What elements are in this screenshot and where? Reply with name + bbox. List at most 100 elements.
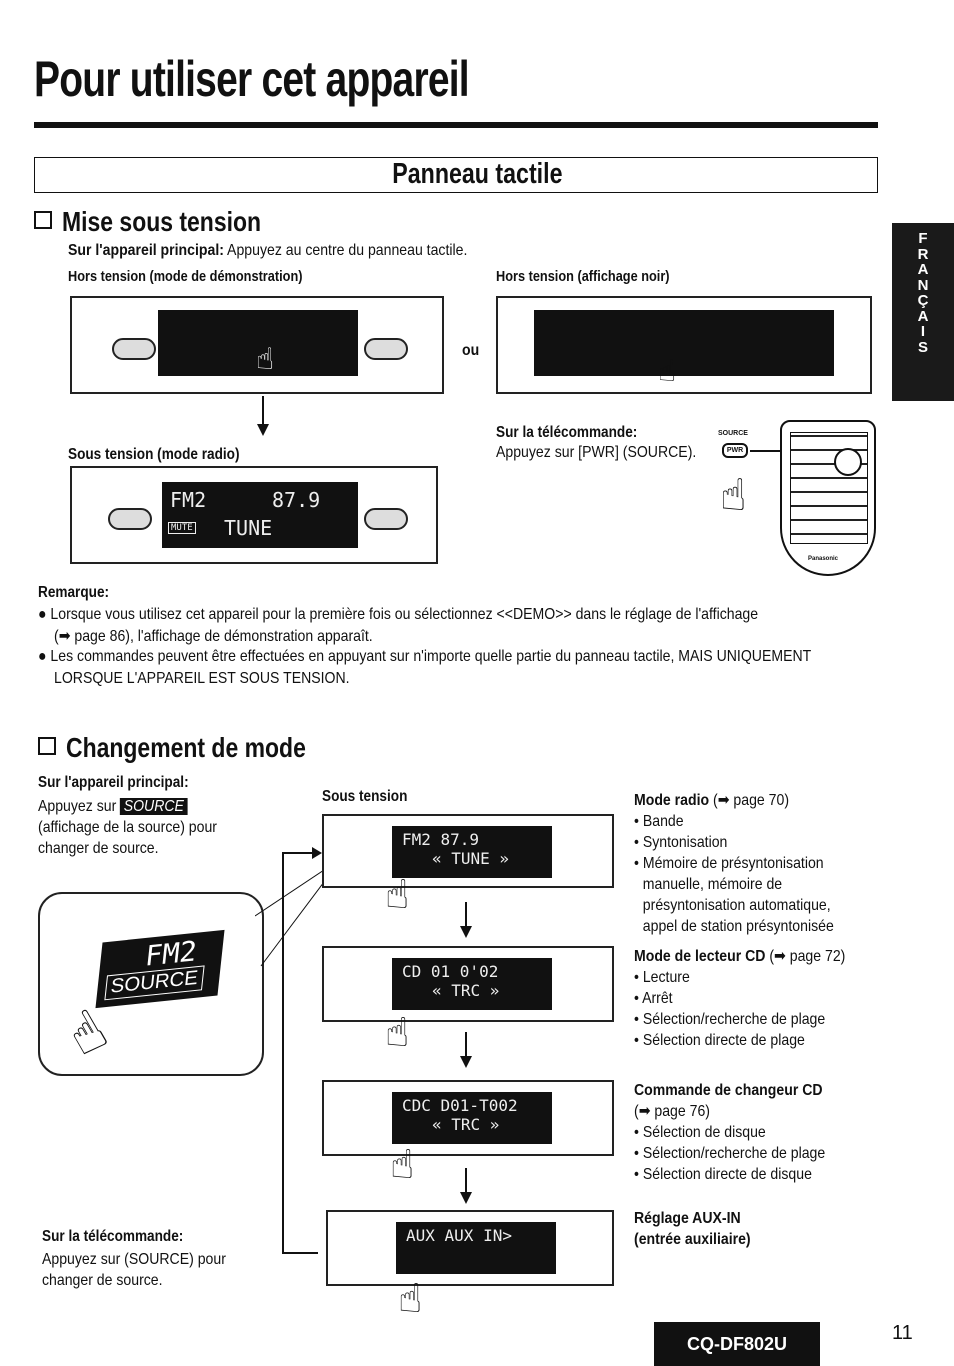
remark-line: Lorsque vous utilisez cet appareil pour …: [50, 606, 759, 623]
section-frame: [34, 157, 878, 193]
desc-title: Mode de lecteur CD: [634, 948, 766, 965]
device-mode-cd: CD 01 0'02 « TRC »: [322, 946, 614, 1022]
desc-item: Sélection directe de plage: [634, 1030, 845, 1051]
mode-on-label: Sous tension: [322, 788, 408, 805]
checkbox-square-icon: [38, 737, 56, 755]
device-radio-mode: FM2 87.9 MUTE TUNE: [70, 466, 438, 564]
hand-pointer-icon: ☝: [56, 996, 118, 1069]
demo-screen: [158, 310, 358, 376]
remote-dial-icon: [834, 448, 862, 476]
arrow-shaft: [465, 902, 467, 928]
arrow-right-icon: [312, 847, 322, 859]
power-heading: Mise sous tension: [34, 206, 305, 238]
device-mode-changer: CDC D01-T002 « TRC »: [322, 1080, 614, 1156]
remark-item: ● Les commandes peuvent être effectuées …: [38, 646, 811, 667]
section-title: Panneau tactile: [0, 158, 954, 191]
mode-heading-text: Changement de mode: [66, 732, 306, 763]
remark-item: ● Lorsque vous utilisez cet appareil pou…: [38, 604, 758, 625]
remote-button-grid: [790, 432, 868, 544]
desc-ref: (entrée auxiliaire): [634, 1231, 751, 1248]
lang-letter: S: [917, 338, 928, 356]
off-demo-label: Hors tension (mode de démonstration): [68, 268, 303, 285]
desc-cd: Mode de lecteur CD (➡ page 72) Lecture A…: [634, 946, 874, 1051]
power-heading-text: Mise sous tension: [62, 206, 262, 237]
desc-ref: (➡ page 76): [634, 1103, 710, 1120]
leader-line: [750, 450, 780, 452]
lang-letter: N: [917, 276, 929, 294]
desc-ref: (➡ page 72): [769, 948, 846, 965]
lang-letter: F: [918, 230, 928, 247]
lang-letter: A: [917, 261, 929, 278]
checkbox-square-icon: [34, 211, 52, 229]
hand-pointer-icon: ☝: [385, 1011, 410, 1055]
flow-line-bottom: [282, 1252, 318, 1254]
remote-source-label: SOURCE: [718, 430, 748, 437]
zoom-lines: [255, 867, 327, 967]
arrow-down-icon: [257, 424, 269, 436]
mode-screen: FM2 87.9 « TUNE »: [392, 826, 552, 878]
mode-heading: Changement de mode: [38, 732, 358, 764]
mode-main-text: (affichage de la source) pour: [38, 819, 217, 836]
mode-main-text: changer de source.: [38, 840, 159, 857]
hand-pointer-icon: ☝: [398, 1277, 423, 1321]
arrow-shaft: [262, 396, 264, 426]
mode-screen: CD 01 0'02 « TRC »: [392, 958, 552, 1010]
lang-letter: A: [917, 307, 929, 325]
desc-item: Sélection de disque: [634, 1122, 825, 1143]
desc-title: Réglage AUX-IN: [634, 1210, 741, 1227]
arrow-down-icon: [460, 1056, 472, 1068]
left-knob: [112, 338, 156, 360]
flow-line-top: [282, 852, 314, 854]
page-title: Pour utiliser cet appareil: [34, 51, 470, 107]
flow-line-vertical: [282, 852, 284, 1252]
zoom-line: [255, 867, 327, 917]
hand-pointer-icon: ☝: [390, 1143, 415, 1187]
desc-item: Bande: [634, 811, 834, 832]
source-display: FM2 SOURCE: [95, 929, 225, 1009]
desc-radio: Mode radio (➡ page 70) Bande Syntonisati…: [634, 790, 861, 937]
source-badge: SOURCE: [120, 798, 188, 815]
pwr-button-icon: PWR: [722, 443, 748, 458]
illus-source: SOURCE: [104, 965, 205, 1001]
remote-label: Sur la télécommande:: [496, 424, 638, 441]
display-tune: TUNE: [224, 516, 273, 540]
screen-line-1: FM2 87.9: [402, 830, 480, 849]
hand-pointer-icon: ☝: [385, 873, 410, 917]
power-intro: Sur l'appareil principal: Appuyez au cen…: [68, 240, 467, 261]
screen-line-2: « TRC »: [432, 981, 500, 1000]
remarks-heading: Remarque:: [38, 584, 110, 601]
mode-main-text-part: Appuyez sur: [38, 798, 117, 815]
desc-changer: Commande de changeur CD (➡ page 76) Séle…: [634, 1080, 851, 1185]
screen-line-2: « TUNE »: [432, 849, 510, 868]
desc-item: manuelle, mémoire de: [642, 876, 783, 893]
language-tab: F R A N Ç A I S: [892, 223, 954, 401]
lang-letter: Ç: [917, 292, 929, 309]
screen-line-2: « TRC »: [432, 1115, 500, 1134]
hand-pointer-icon: ☝: [256, 343, 275, 376]
desc-item: présyntonisation automatique,: [642, 897, 831, 914]
title-rule: [34, 122, 878, 128]
device-demo-mode: ☝: [70, 296, 444, 394]
zoom-line: [260, 877, 327, 967]
lang-letter: I: [920, 323, 926, 340]
mode-remote-text: changer de source.: [42, 1272, 163, 1289]
right-knob: [364, 508, 408, 530]
remote-instruction: Appuyez sur [PWR] (SOURCE).: [496, 442, 696, 463]
desc-item: Lecture: [634, 967, 845, 988]
remote-control: Panasonic: [780, 420, 876, 576]
left-knob: [108, 508, 152, 530]
model-badge: CQ-DF802U: [654, 1322, 820, 1366]
or-text: ou: [462, 342, 480, 359]
source-illustration: FM2 SOURCE ☝: [38, 892, 264, 1076]
mode-remote-label: Sur la télécommande:: [42, 1228, 184, 1245]
lang-letter: R: [917, 245, 929, 263]
on-radio-label: Sous tension (mode radio): [68, 446, 240, 463]
desc-item: Sélection/recherche de plage: [634, 1009, 845, 1030]
mode-remote-text: Appuyez sur (SOURCE) pour: [42, 1251, 226, 1268]
off-black-label: Hors tension (affichage noir): [496, 268, 670, 285]
bullet-icon: ●: [38, 648, 47, 665]
desc-item: Sélection directe de disque: [634, 1164, 825, 1185]
screen-line-1: CDC D01-T002: [402, 1096, 518, 1115]
desc-item: Mémoire de présyntonisation: [634, 853, 834, 874]
mode-main-label: Sur l'appareil principal:: [38, 774, 189, 791]
